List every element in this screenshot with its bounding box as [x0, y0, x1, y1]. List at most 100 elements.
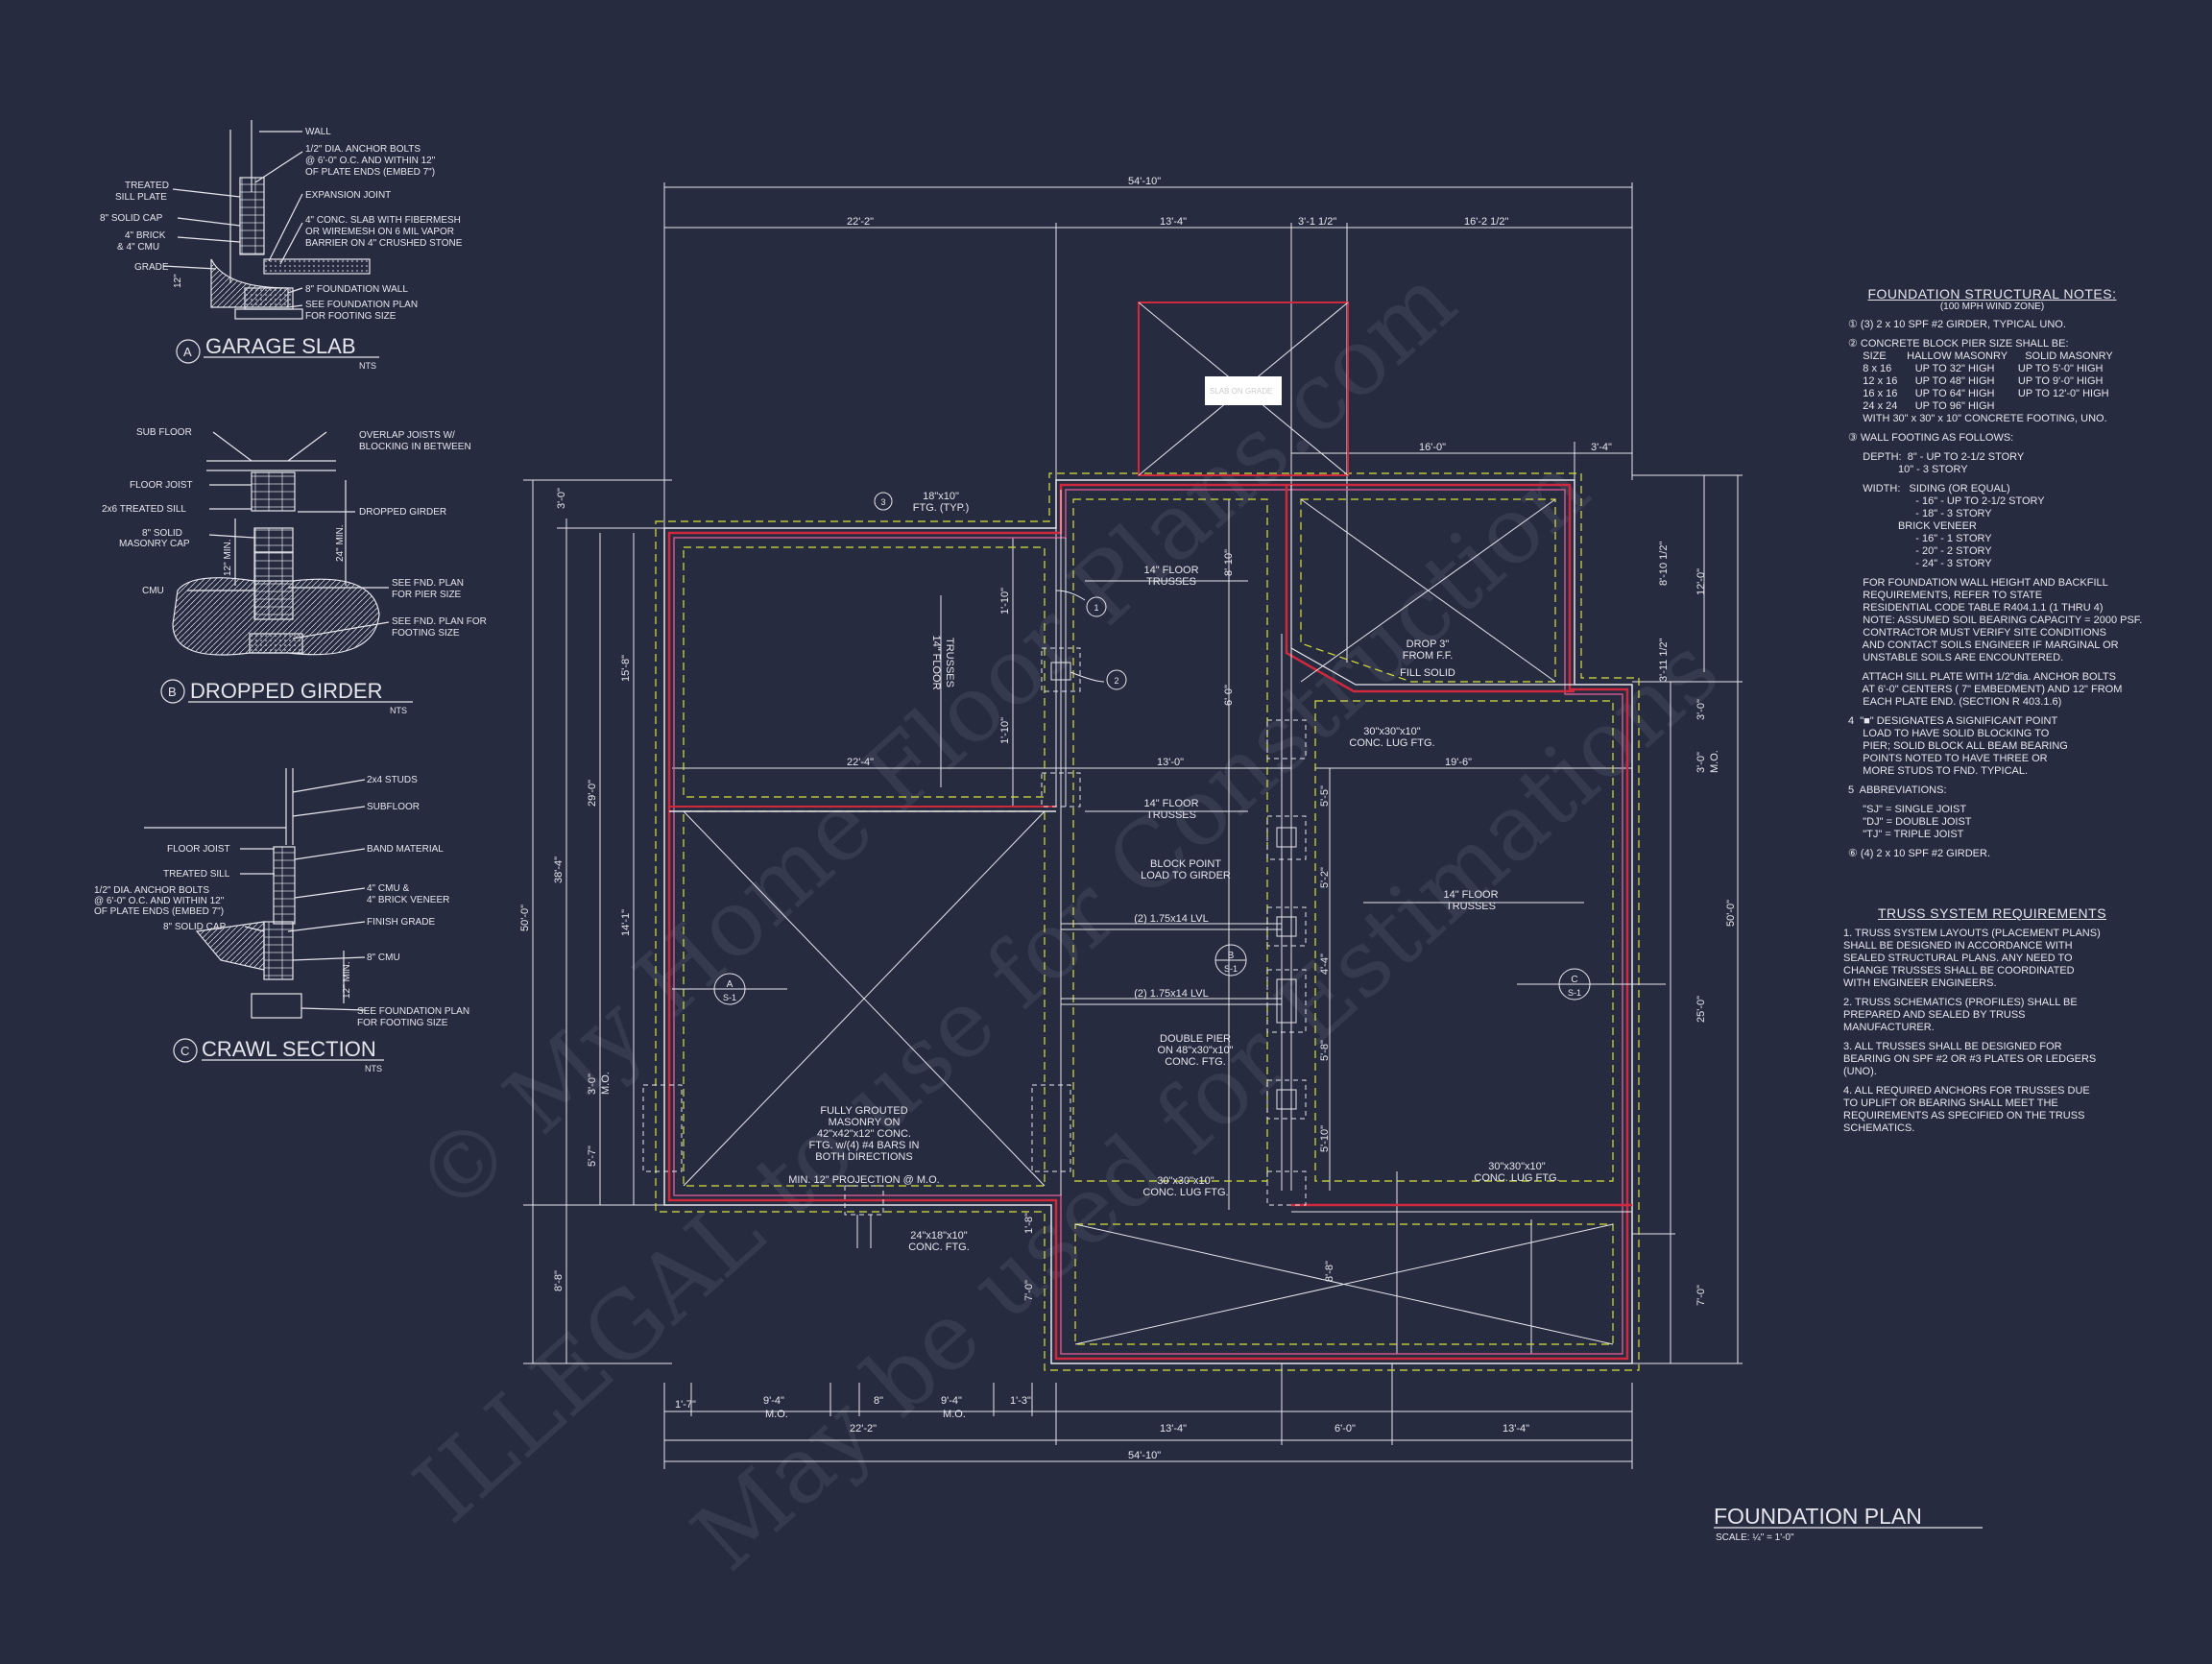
- note-line: MANUFACTURER.: [1843, 1022, 1935, 1033]
- label-double-pier: DOUBLE PIER: [1160, 1033, 1231, 1045]
- dim-bottom-11: 13'-4": [1503, 1423, 1529, 1435]
- label-fill-solid: FILL SOLID: [1400, 667, 1455, 679]
- truss-arrows: [940, 580, 1584, 904]
- label-band-material: BAND MATERIAL: [367, 844, 444, 855]
- detail-title-dropped-girder: DROPPED GIRDER: [190, 679, 382, 703]
- dim-top-overall: 54'-10": [1128, 176, 1161, 187]
- label-trusses-a-2: TRUSSES: [1146, 576, 1196, 588]
- detail-letter-c: C: [180, 1044, 189, 1058]
- note-gap: [1848, 841, 2136, 848]
- note-line: REQUIREMENTS AS SPECIFIED ON THE TRUSS: [1843, 1110, 2085, 1121]
- dim-inner-15: 1'-8": [1023, 1213, 1035, 1234]
- label-footing-size-c: FOR FOOTING SIZE: [357, 1018, 448, 1028]
- note-gap: [1848, 778, 2136, 784]
- detail-scale-c: NTS: [365, 1064, 382, 1073]
- section-a-letter: A: [727, 979, 733, 990]
- dim-bottom-6: M.O.: [943, 1409, 966, 1420]
- watermark: © My Home Floor Plans.com ILLEGAL to use…: [394, 247, 1739, 1591]
- section-a-sheet: S-1: [723, 993, 736, 1002]
- porch-slab-tag: SLAB ON GRADE: [1210, 387, 1272, 396]
- note-line: (UNO).: [1843, 1066, 1877, 1077]
- note-line: PREPARED AND SEALED BY TRUSS: [1843, 1009, 2026, 1021]
- note-line: RESIDENTIAL CODE TABLE R404.1.1 (1 THRU …: [1848, 602, 2104, 614]
- dim-right-4: 3'-0": [1695, 699, 1707, 720]
- label-trusses-b-2: TRUSSES: [1146, 809, 1196, 821]
- label-ftg-24: 24"x18"x10": [910, 1230, 968, 1242]
- label-12-min-c: 12" MIN.: [342, 961, 352, 999]
- label-brick: 4" BRICK: [125, 230, 166, 241]
- note-line: AT 6'-0" CENTERS ( 7" EMBEDMENT) AND 12"…: [1848, 684, 2123, 695]
- label-trusses-v-2: TRUSSES: [944, 638, 955, 687]
- note-line: WITH ENGINEER ENGINEERS.: [1843, 977, 1997, 989]
- note-line: ② CONCRETE BLOCK PIER SIZE SHALL BE:: [1848, 338, 2069, 350]
- note-gap: [1848, 664, 2136, 671]
- label-footing-size: FOR FOOTING SIZE: [305, 311, 397, 322]
- dim-left-9: 5'-7": [587, 1146, 598, 1167]
- note-line: 5 ABBREVIATIONS:: [1848, 784, 1947, 796]
- note-line: 12 x 16 UP TO 48" HIGH UP TO 9'-0" HIGH: [1848, 375, 2104, 387]
- label-trusses-c-2: TRUSSES: [1446, 901, 1496, 912]
- dropped-girder-labels: SUB FLOOR OVERLAP JOISTS W/ BLOCKING IN …: [102, 427, 487, 715]
- dim-inner-9: 5'-2": [1319, 867, 1331, 888]
- dim-bottom-2: 9'-4": [763, 1395, 784, 1407]
- note-line: SCHEMATICS.: [1843, 1122, 1915, 1134]
- label-footing-size-b: FOOTING SIZE: [392, 628, 460, 639]
- label-dropped-girder: DROPPED GIRDER: [359, 507, 446, 518]
- note-line: CHANGE TRUSSES SHALL BE COORDINATED: [1843, 965, 2075, 977]
- note-line: WIDTH: SIDING (OR EQUAL): [1848, 483, 2010, 494]
- label-anchor-bolts-2: @ 6'-0" O.C. AND WITHIN 12": [305, 156, 436, 166]
- plan-labels: 18"x10" FTG. (TYP.) 3 14" FLOOR TRUSSES …: [723, 491, 1581, 1253]
- tag-3: 3: [880, 497, 885, 507]
- label-8-cmu: 8" CMU: [367, 953, 400, 963]
- dim-bottom-10: 6'-0": [1334, 1423, 1356, 1435]
- porch-slab: SLAB ON GRADE: [1138, 301, 1349, 476]
- dim-right-6: M.O.: [1709, 750, 1720, 773]
- dim-bottom-5: 9'-4": [941, 1395, 962, 1407]
- note-gap: [1848, 797, 2136, 804]
- dim-right-9: 7'-0": [1695, 1285, 1707, 1306]
- label-conc-slab-2: OR WIREMESH ON 6 MIL VAPOR: [305, 227, 454, 237]
- label-trusses-b: 14" FLOOR: [1143, 798, 1198, 809]
- note-gap: [1843, 1034, 2141, 1041]
- note-line: "DJ" = DOUBLE JOIST: [1848, 816, 1972, 828]
- label-pier-size: FOR PIER SIZE: [392, 590, 462, 600]
- label-ftg-24b: CONC. FTG.: [908, 1242, 970, 1253]
- note-line: MORE STUDS TO FND. TYPICAL.: [1848, 765, 2029, 777]
- dim-inner-11: 5'-8": [1319, 1040, 1331, 1061]
- dim-left-10: 8'-8": [553, 1270, 565, 1291]
- label-conc-slab: 4" CONC. SLAB WITH FIBERMESH: [305, 215, 461, 226]
- crawl-x-marks: [683, 498, 1614, 1345]
- note-gap: [1848, 331, 2136, 338]
- label-lug-3b: CONC. LUG FTG.: [1474, 1172, 1559, 1184]
- note-line: "TJ" = TRIPLE JOIST: [1848, 829, 1964, 840]
- plan-title-block: FOUNDATION PLAN SCALE: ¼" = 1'-0": [1714, 1504, 1983, 1543]
- note-line: WITH 30" x 30" x 10" CONCRETE FOOTING, U…: [1848, 413, 2107, 424]
- label-brick-veneer: 4" BRICK VENEER: [367, 895, 449, 905]
- label-anchor-bolts: 1/2" DIA. ANCHOR BOLTS: [305, 144, 421, 155]
- note-line: LOAD TO HAVE SOLID BLOCKING TO: [1848, 728, 2050, 739]
- dim-left-4: 38'-4": [553, 856, 565, 883]
- note-line: ① (3) 2 x 10 SPF #2 GIRDER, TYPICAL UNO.: [1848, 319, 2066, 330]
- label-grout-2: MASONRY ON: [829, 1117, 901, 1128]
- label-footing-typ: 18"x10": [923, 491, 959, 502]
- dim-left-3: 29'-0": [587, 780, 598, 807]
- note-gap: [1848, 445, 2136, 451]
- label-trusses-a: 14" FLOOR: [1143, 565, 1198, 576]
- label-grout-1: FULLY GROUTED: [820, 1105, 907, 1117]
- dim-bottom-7: 1'-3": [1010, 1395, 1031, 1407]
- plan-scale: SCALE: ¼" = 1'-0": [1716, 1531, 1794, 1543]
- dim-bottom-overall: 54'-10": [1128, 1450, 1161, 1461]
- note-line: BEARING ON SPF #2 OR #3 PLATES OR LEDGER…: [1843, 1053, 2097, 1065]
- note-line: AND CONTACT SOILS ENGINEER IF MARGINAL O…: [1848, 639, 2119, 651]
- label-conc-slab-3: BARRIER ON 4" CRUSHED STONE: [305, 238, 463, 249]
- note-gap: [1843, 990, 2141, 997]
- note-line: ⑥ (4) 2 x 10 SPF #2 GIRDER.: [1848, 848, 1991, 859]
- note-line: "SJ" = SINGLE JOIST: [1848, 804, 1967, 815]
- detail-title-garage-slab: GARAGE SLAB: [205, 334, 356, 358]
- dim-left-6: 14'-1": [620, 909, 632, 936]
- label-cmu-b: CMU: [142, 586, 164, 596]
- label-solid: 8" SOLID: [142, 528, 182, 539]
- dim-inner-8: 5'-5": [1319, 785, 1331, 807]
- note-line: EACH PLATE END. (SECTION R 403.1.6): [1848, 696, 2062, 708]
- dim-left-1: 3'-0": [556, 488, 567, 509]
